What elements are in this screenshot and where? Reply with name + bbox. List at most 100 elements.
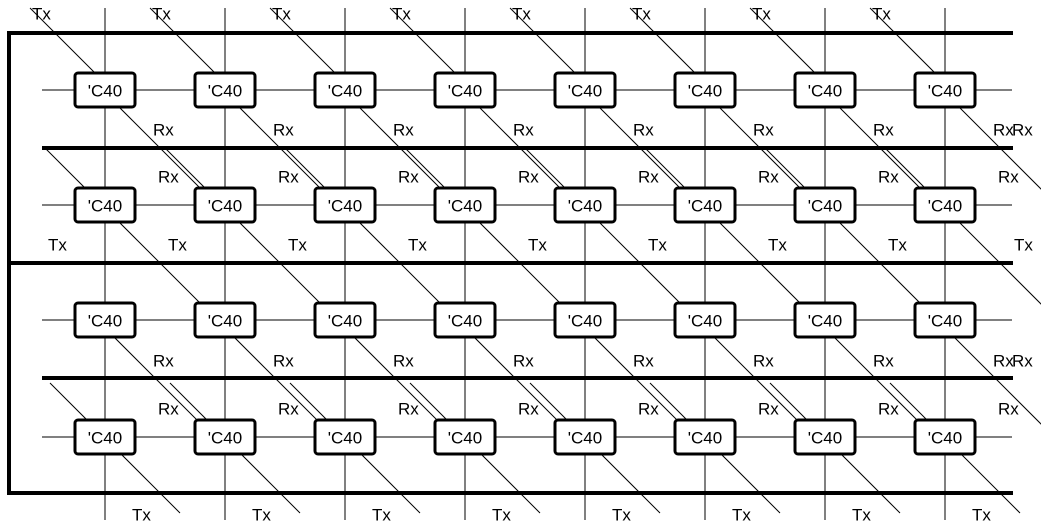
rx-port-label: Rx: [398, 168, 419, 187]
rx-port-label: Rx: [158, 168, 179, 187]
tx-link-line: [404, 147, 576, 319]
c40-processor-label: 'C40: [208, 429, 242, 448]
c40-processor-box: [913, 301, 977, 339]
c40-processor-box: [193, 71, 257, 109]
tx-port-label: Tx: [252, 506, 271, 525]
tx-link-line: [764, 147, 936, 319]
rx-port-label: Rx: [153, 121, 174, 140]
tx-port-label: Tx: [612, 506, 631, 525]
c40-processor-label: 'C40: [328, 197, 362, 216]
tx-port-label: Tx: [512, 5, 531, 24]
c40-processor-box: [313, 301, 377, 339]
c40-processor-label: 'C40: [448, 429, 482, 448]
rx-port-label: Rx: [398, 400, 419, 419]
rx-port-label: Rx: [993, 352, 1014, 371]
tx-port-label: Tx: [732, 506, 751, 525]
c40-processor-box: [913, 186, 977, 224]
rx-port-label: Rx: [873, 121, 894, 140]
tx-port-label: Tx: [48, 236, 67, 255]
c40-processor-box: [433, 186, 497, 224]
c40-processor-label: 'C40: [208, 82, 242, 101]
c40-processor-label: 'C40: [88, 82, 122, 101]
c40-processor-label: 'C40: [88, 197, 122, 216]
tx-port-label: Tx: [492, 506, 511, 525]
tx-link-line: [44, 147, 216, 319]
rx-port-label: Rx: [153, 352, 174, 371]
rx-port-label: Rx: [758, 400, 779, 419]
rx-port-label: Rx: [998, 168, 1019, 187]
c40-processor-label: 'C40: [808, 197, 842, 216]
rx-port-label: Rx: [753, 121, 774, 140]
rx-port-label: Rx: [878, 168, 899, 187]
rx-port-label: Rx: [278, 168, 299, 187]
c40-processor-box: [793, 418, 857, 456]
c40-processor-box: [313, 71, 377, 109]
c40-processor-label: 'C40: [568, 312, 602, 331]
c40-processor-box: [553, 301, 617, 339]
tx-port-label: Tx: [852, 506, 871, 525]
c40-processor-box: [553, 71, 617, 109]
c40-processor-label: 'C40: [688, 197, 722, 216]
tx-port-label: Tx: [132, 506, 151, 525]
c40-processor-box: [193, 186, 257, 224]
c40-processor-box: [673, 301, 737, 339]
rx-port-label: Rx: [758, 168, 779, 187]
c40-processor-box: [673, 186, 737, 224]
c40-processor-label: 'C40: [928, 82, 962, 101]
tx-port-label: Tx: [408, 236, 427, 255]
c40-processor-box: [553, 186, 617, 224]
c40-processor-box: [193, 301, 257, 339]
c40-processor-label: 'C40: [88, 429, 122, 448]
c40-processor-box: [73, 71, 137, 109]
rx-port-label: Rx: [273, 352, 294, 371]
c40-processor-label: 'C40: [688, 82, 722, 101]
c40-processor-box: [73, 418, 137, 456]
tx-port-label: Tx: [888, 236, 907, 255]
tx-port-label: Tx: [872, 5, 891, 24]
rx-port-label: Rx: [393, 121, 414, 140]
rx-port-label: Rx: [1012, 121, 1033, 140]
c40-processor-box: [913, 418, 977, 456]
rx-port-label: Rx: [998, 400, 1019, 419]
tx-port-label: Tx: [168, 236, 187, 255]
tx-link-line: [884, 147, 1041, 305]
c40-processor-label: 'C40: [808, 82, 842, 101]
tx-port-label: Tx: [1014, 236, 1033, 255]
c40-processor-label: 'C40: [448, 82, 482, 101]
tx-link-line: [284, 147, 456, 319]
c40-processor-label: 'C40: [928, 312, 962, 331]
c40-processor-label: 'C40: [328, 82, 362, 101]
tx-port-label: Tx: [972, 506, 991, 525]
rx-port-label: Rx: [638, 168, 659, 187]
c40-processor-label: 'C40: [328, 312, 362, 331]
c40-processor-box: [433, 71, 497, 109]
tx-port-label: Tx: [152, 5, 171, 24]
tx-port-label: Tx: [752, 5, 771, 24]
rx-port-label: Rx: [513, 121, 534, 140]
c40-processor-box: [913, 71, 977, 109]
tx-port-label: Tx: [32, 5, 51, 24]
tx-port-label: Tx: [632, 5, 651, 24]
c40-processor-label: 'C40: [568, 82, 602, 101]
tx-link-line: [524, 147, 696, 319]
rx-port-label: Rx: [633, 121, 654, 140]
c40-processor-label: 'C40: [568, 197, 602, 216]
rx-port-label: Rx: [158, 400, 179, 419]
c40-processor-label: 'C40: [448, 197, 482, 216]
tx-link-line: [164, 147, 336, 319]
tx-port-label: Tx: [768, 236, 787, 255]
rx-port-label: Rx: [273, 121, 294, 140]
c40-processor-label: 'C40: [688, 429, 722, 448]
c40-processor-box: [73, 301, 137, 339]
c40-processor-box: [313, 418, 377, 456]
c40-processor-box: [193, 418, 257, 456]
c40-processor-box: [793, 301, 857, 339]
c40-processor-label: 'C40: [448, 312, 482, 331]
c40-processor-label: 'C40: [928, 197, 962, 216]
c40-processor-box: [673, 71, 737, 109]
tx-port-label: Tx: [392, 5, 411, 24]
c40-processor-box: [313, 186, 377, 224]
c40-processor-label: 'C40: [928, 429, 962, 448]
rx-port-label: Rx: [393, 352, 414, 371]
